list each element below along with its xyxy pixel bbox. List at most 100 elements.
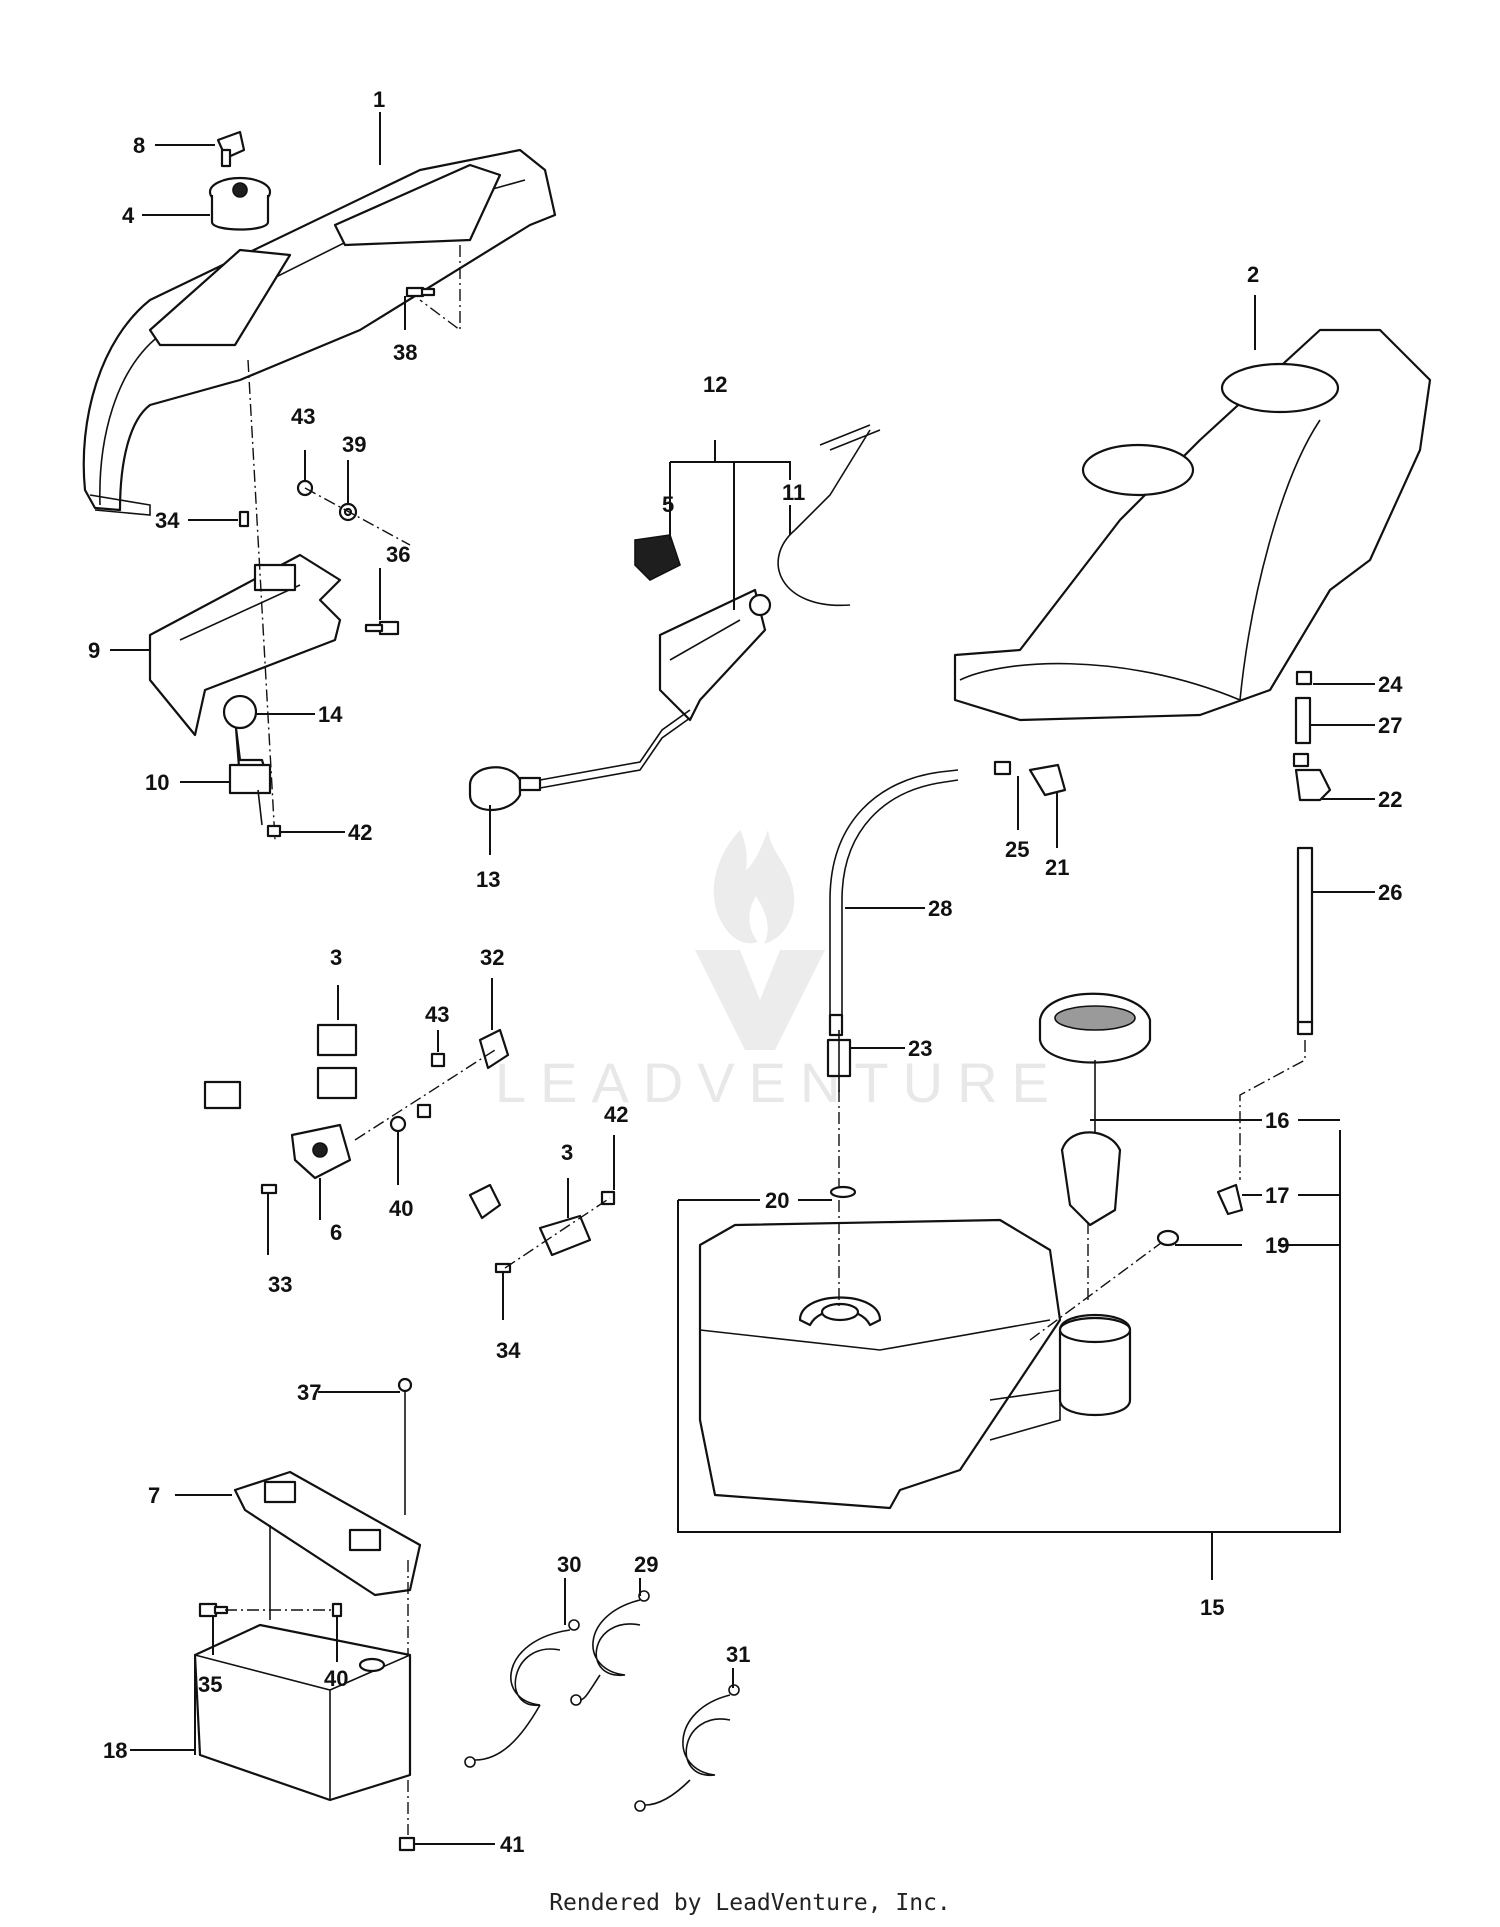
callout-7: 7 [148,1483,160,1508]
right-fender [953,328,1432,722]
bolt-36 [364,620,400,636]
throttle-rod [539,709,691,789]
grommet-19 [1156,1229,1180,1247]
hose-27 [1294,696,1312,745]
screw-33 [260,1183,278,1195]
callout-34b: 34 [496,1338,521,1363]
elbow-17 [1216,1183,1244,1216]
callout-36: 36 [386,542,410,567]
callout-34a: 34 [155,508,180,533]
nut-42-upper [266,824,282,838]
callout-18: 18 [103,1738,127,1763]
callout-43a: 43 [291,404,315,429]
watermark-v-icon [695,950,825,1050]
callout-42b: 42 [604,1102,628,1127]
callout-26: 26 [1378,880,1402,905]
hose-end [1296,1020,1314,1036]
callout-31: 31 [726,1642,750,1667]
callout-14: 14 [318,702,343,727]
switch-6 [290,1123,352,1180]
callout-6: 6 [330,1220,342,1245]
grommet-25 [993,760,1012,776]
choke-cable [777,424,881,607]
plug-32 [478,1028,510,1070]
callout-23: 23 [908,1036,932,1061]
callout-27: 27 [1378,713,1402,738]
callout-11: 11 [782,480,805,505]
brake-knob [222,694,258,730]
callout-28: 28 [928,896,952,921]
vent-cap-24 [1295,670,1313,686]
left-fender [82,148,557,516]
callout-29: 29 [634,1552,658,1577]
battery-cable-29 [570,1590,650,1706]
washer-20 [829,1185,857,1199]
callout-21: 21 [1045,855,1069,880]
nut-43-lower [430,1052,446,1068]
callout-9: 9 [88,638,100,663]
callout-40a: 40 [389,1196,413,1221]
battery-cable-31 [634,1684,740,1812]
callout-2: 2 [1247,262,1259,287]
callout-32: 32 [480,945,504,970]
callout-10: 10 [145,770,169,795]
render-credit: Rendered by LeadVenture, Inc. [549,1890,951,1916]
nut-40-battery [331,1602,343,1618]
bolt-35 [198,1602,229,1618]
fuel-filter-23 [826,1030,852,1092]
battery-cable-30 [464,1619,580,1768]
washer-40-lower [389,1115,407,1133]
callout-43b: 43 [425,1002,449,1027]
grommet-21 [1028,763,1067,797]
screw-34-upper [238,510,250,528]
watermark: LEADVENTURE [495,830,1063,1114]
fuel-tank [698,1218,1132,1510]
switch-5 [634,534,681,581]
callout-33: 33 [268,1272,292,1297]
key [216,130,246,168]
switch-3a [203,1023,358,1110]
callout-3a: 3 [330,945,342,970]
callout-40b: 40 [324,1666,348,1691]
callout-1: 1 [373,87,385,112]
callout-25: 25 [1005,837,1029,862]
hold-down-rod [397,1377,413,1515]
hose-26 [1296,846,1314,1025]
callout-35: 35 [198,1672,222,1697]
callout-41: 41 [500,1832,524,1857]
callout-38: 38 [393,340,417,365]
callout-3b: 3 [561,1140,573,1165]
leader-lines [110,112,1375,1845]
watermark-text: LEADVENTURE [495,1051,1063,1114]
callout-19: 19 [1265,1233,1289,1258]
callout-20: 20 [765,1188,789,1213]
callout-39: 39 [342,432,366,457]
clip-nut-41 [398,1836,416,1852]
console-bracket [148,553,342,737]
callout-5: 5 [662,492,674,517]
callout-4: 4 [122,203,135,228]
throttle-knob [468,766,542,812]
battery [193,1623,412,1802]
callout-22: 22 [1378,787,1402,812]
callout-12: 12 [703,372,727,397]
callout-42a: 42 [348,820,372,845]
bolt-38 [405,286,436,298]
callout-8: 8 [133,133,145,158]
plug-grommet [468,1183,502,1220]
callout-13: 13 [476,867,500,892]
fuel-cap [1038,992,1152,1227]
watermark-flame-icon [713,830,795,944]
nut-42-mid [416,1103,432,1119]
screw-34-lower [494,1262,512,1274]
callout-17: 17 [1265,1183,1289,1208]
valve-22 [1292,752,1332,802]
callout-24: 24 [1378,672,1403,697]
brake-lever-assembly [228,726,272,826]
callout-37: 37 [297,1380,321,1405]
ignition-switch [208,176,272,231]
switch-3b [538,1214,592,1257]
callout-labels: 1 2 3 3 4 5 6 7 8 9 10 11 12 13 14 15 16… [88,87,1403,1857]
callout-15: 15 [1200,1595,1224,1620]
